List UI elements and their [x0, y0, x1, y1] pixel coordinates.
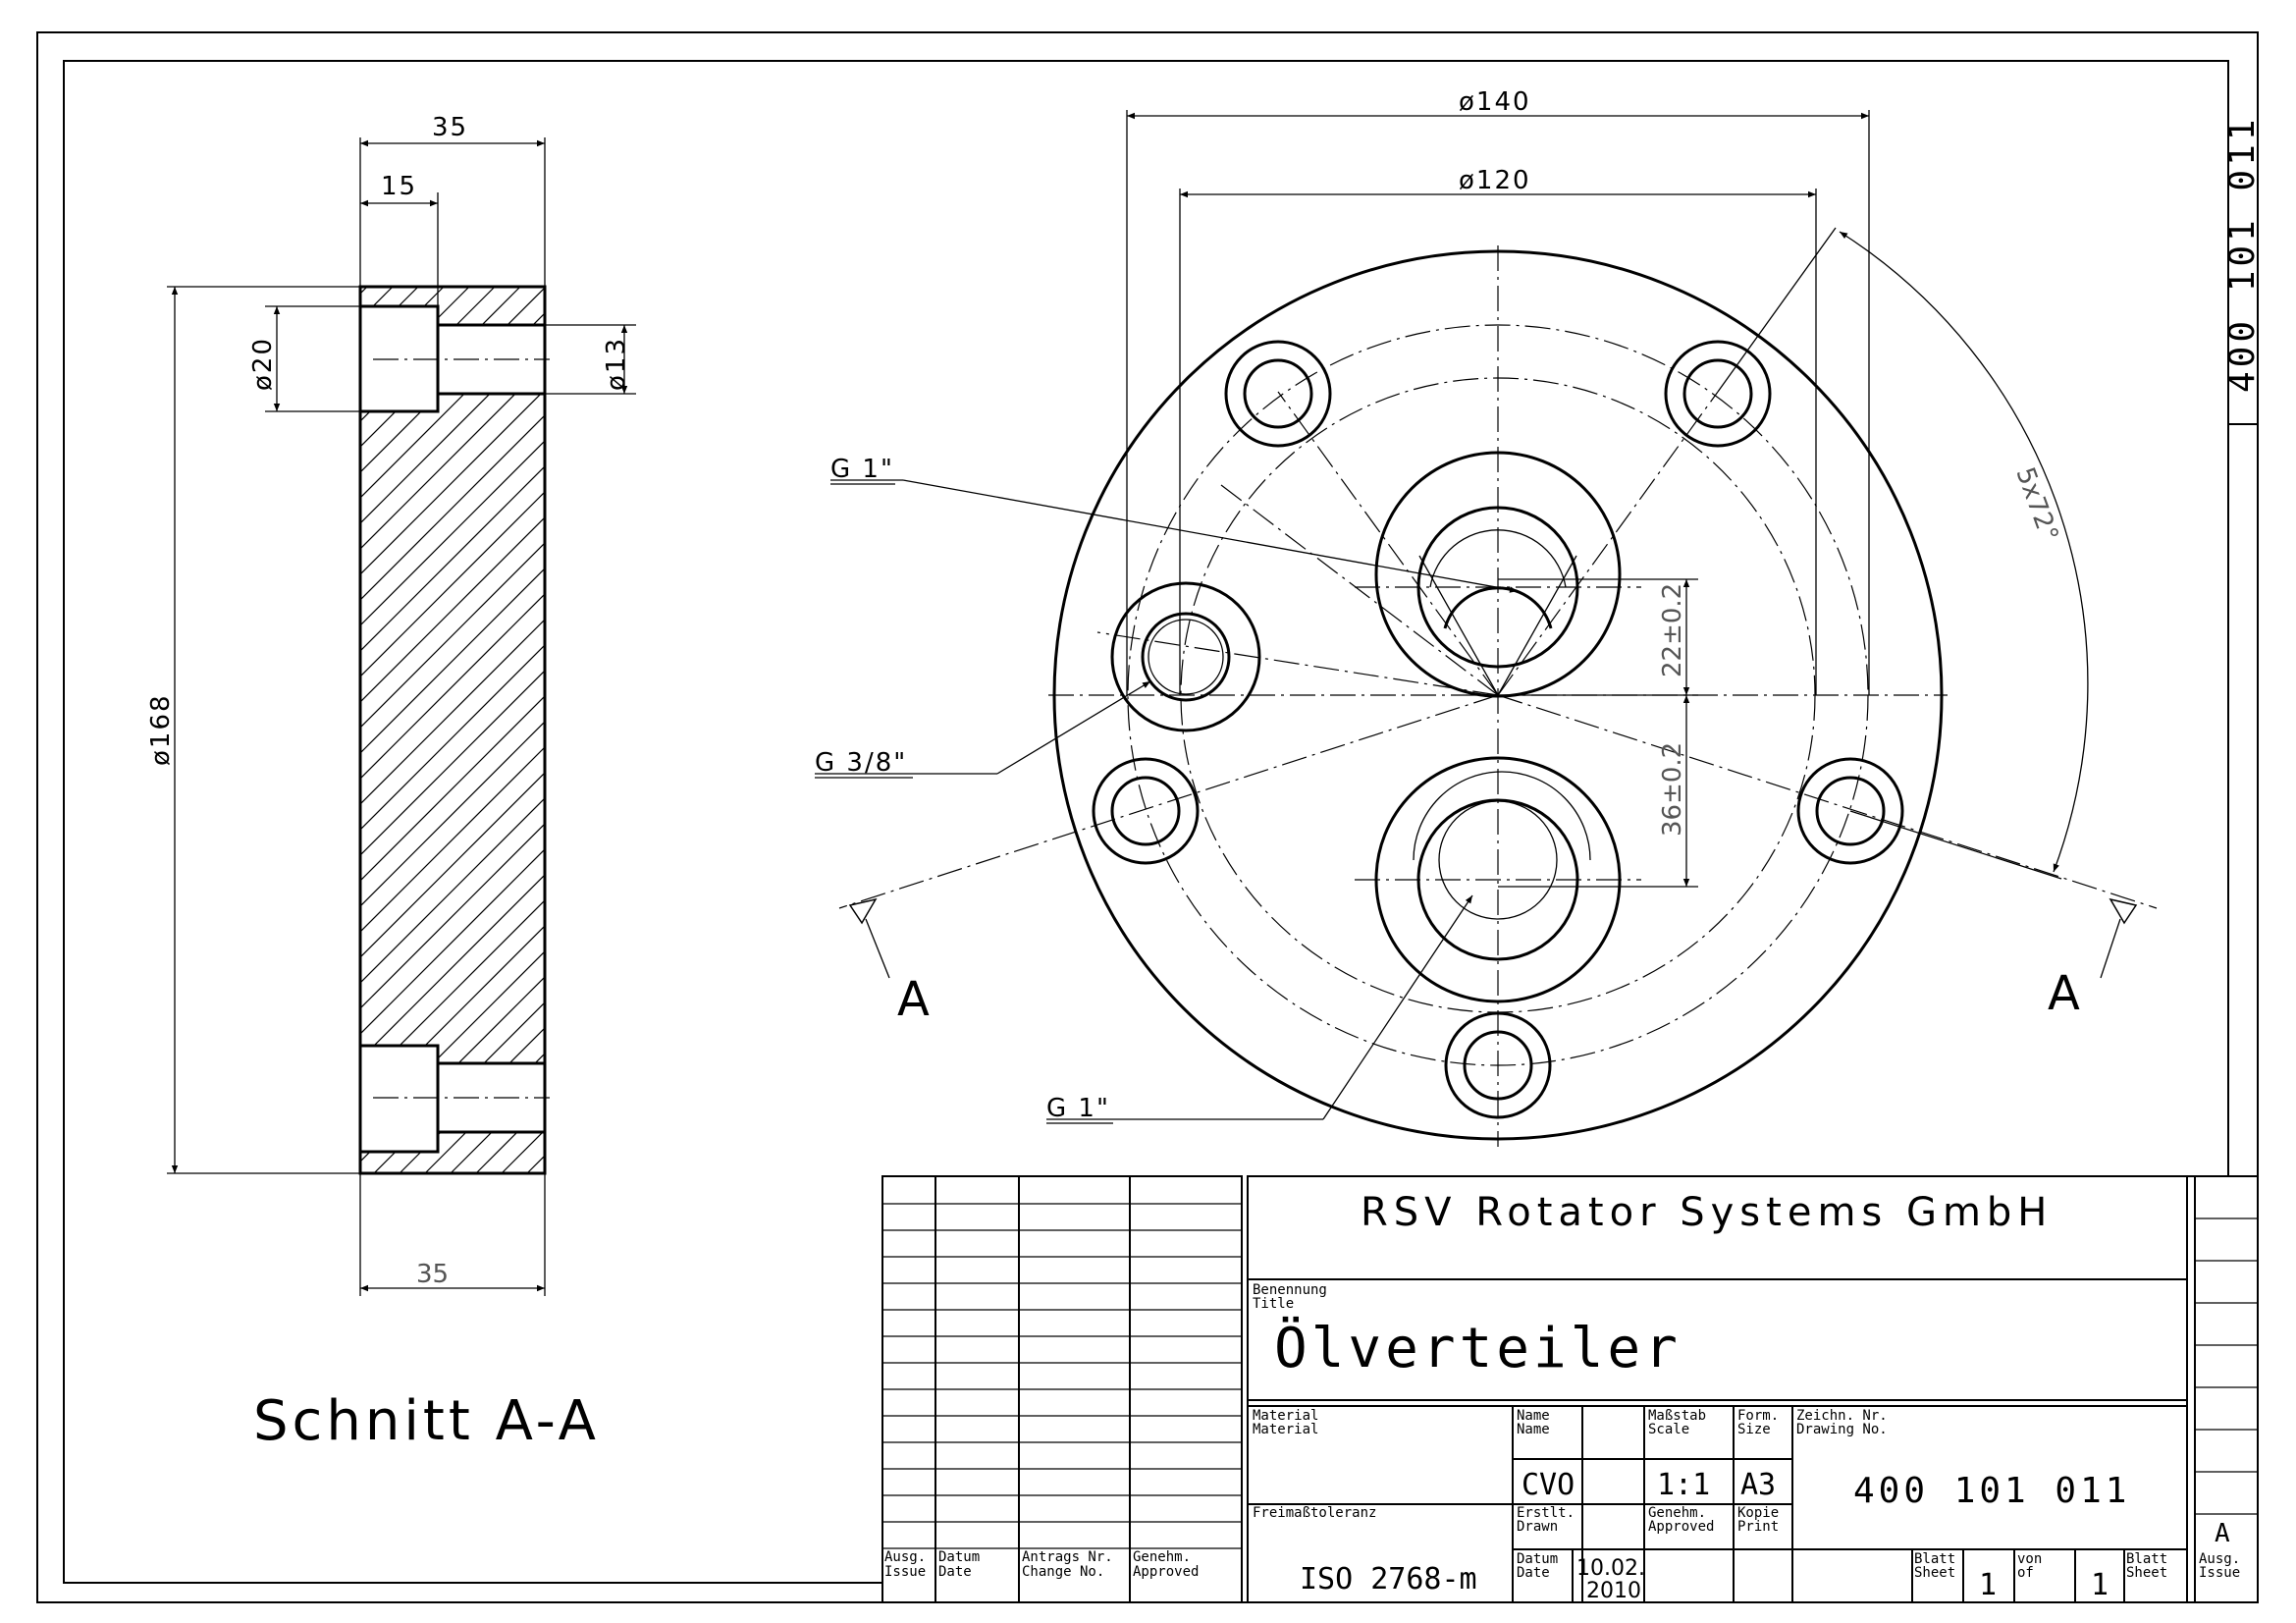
port-g1-lower: [1355, 756, 1641, 1003]
dim-pitch-diameter-140: ø140: [1459, 87, 1531, 117]
sheet-number: 1: [1979, 1568, 1997, 1602]
section-marker-right: A: [2048, 897, 2138, 1021]
svg-text:Date: Date: [938, 1564, 972, 1580]
dim-angle-pattern: 5x72°: [2009, 463, 2063, 546]
section-marker-left: A: [848, 897, 930, 1027]
svg-text:Blatt: Blatt: [2126, 1551, 2167, 1567]
svg-text:Ausg.: Ausg.: [884, 1549, 926, 1565]
svg-text:Drawn: Drawn: [1517, 1519, 1558, 1535]
issue-letter: A: [2215, 1519, 2230, 1548]
dim-offset-upper: 22±0.2: [1658, 583, 1687, 677]
svg-text:Print: Print: [1737, 1519, 1779, 1535]
svg-text:Issue: Issue: [884, 1564, 926, 1580]
bolt-hole-5: [1444, 1011, 1552, 1119]
svg-text:Name: Name: [1517, 1422, 1550, 1437]
svg-text:Approved: Approved: [1133, 1564, 1199, 1580]
company-name: RSV Rotator Systems GmbH: [1361, 1190, 2053, 1235]
svg-text:Change No.: Change No.: [1022, 1564, 1104, 1580]
dim-width-bottom: 35: [416, 1260, 449, 1289]
svg-text:Blatt: Blatt: [1914, 1551, 1955, 1567]
svg-text:Scale: Scale: [1648, 1422, 1689, 1437]
svg-text:Sheet: Sheet: [2126, 1565, 2167, 1581]
dim-counterbore-depth: 15: [381, 172, 417, 201]
scale-value: 1:1: [1657, 1468, 1710, 1502]
drawing-number: 400 101 011: [1853, 1471, 2130, 1511]
svg-text:Zeichn. Nr.: Zeichn. Nr.: [1796, 1408, 1888, 1424]
drawn-date-line2: 2010: [1586, 1579, 1641, 1603]
svg-text:Material: Material: [1253, 1408, 1318, 1424]
front-view: ø140 ø120 22±0.2 36±0.2 5x72° G 1" G 3/8…: [815, 87, 2158, 1147]
svg-text:Antrags Nr.: Antrags Nr.: [1022, 1549, 1113, 1565]
side-code: 400 101 011: [2222, 116, 2263, 393]
section-hatching: [360, 287, 545, 1173]
svg-text:Datum: Datum: [1517, 1551, 1558, 1567]
bolt-hole-2: [1664, 340, 1772, 448]
revision-table: Ausg. Issue Datum Date Antrags Nr. Chang…: [881, 1175, 1249, 1603]
side-code-tab: 400 101 011: [2222, 116, 2263, 425]
dim-bore-diameter: ø13: [602, 337, 631, 391]
bolt-hole-3: [1092, 757, 1200, 865]
port-g1-upper: [1355, 451, 1641, 698]
callout-g1-lower: G 1": [1046, 1094, 1110, 1123]
svg-text:Sheet: Sheet: [1914, 1565, 1955, 1581]
drawn-by-name: CVO: [1522, 1468, 1575, 1502]
general-tolerance: ISO 2768-m: [1300, 1562, 1477, 1596]
svg-text:Freimaßtoleranz: Freimaßtoleranz: [1253, 1505, 1376, 1521]
svg-text:Material: Material: [1253, 1422, 1318, 1437]
title-block: RSV Rotator Systems GmbH Benennung Title…: [1247, 1175, 2259, 1603]
svg-text:Issue: Issue: [2199, 1565, 2240, 1581]
svg-text:Genehm.: Genehm.: [1133, 1549, 1191, 1565]
svg-text:Maßstab: Maßstab: [1648, 1408, 1706, 1424]
sheet-size: A3: [1740, 1468, 1776, 1502]
svg-text:of: of: [2017, 1565, 2034, 1581]
svg-text:Erstlt.: Erstlt.: [1517, 1505, 1575, 1521]
dim-pitch-diameter-120: ø120: [1459, 166, 1531, 195]
callout-g38: G 3/8": [815, 748, 907, 778]
dim-width-top: 35: [432, 113, 468, 142]
port-g38: [1110, 581, 1261, 732]
svg-text:Drawing No.: Drawing No.: [1796, 1422, 1888, 1437]
svg-text:Form.: Form.: [1737, 1408, 1779, 1424]
dim-outer-diameter: ø168: [146, 693, 176, 766]
sheet-border-inner: [63, 60, 2256, 1584]
svg-text:Title: Title: [1253, 1296, 1294, 1312]
callout-g1-upper: G 1": [830, 455, 894, 484]
dim-offset-lower: 36±0.2: [1658, 742, 1687, 837]
drawing-title: Ölverteiler: [1274, 1317, 1682, 1380]
svg-text:Benennung: Benennung: [1253, 1282, 1327, 1298]
bolt-hole-1: [1224, 340, 1332, 448]
section-label: Schnitt A-A: [253, 1389, 600, 1453]
svg-text:Name: Name: [1517, 1408, 1550, 1424]
total-sheets: 1: [2091, 1568, 2109, 1602]
svg-text:A: A: [2048, 966, 2080, 1021]
svg-text:von: von: [2017, 1551, 2042, 1567]
section-body-outline: [358, 285, 547, 1175]
dim-counterbore-diameter: ø20: [248, 337, 278, 391]
svg-text:A: A: [897, 972, 930, 1027]
svg-text:Datum: Datum: [938, 1549, 980, 1565]
svg-text:Approved: Approved: [1648, 1519, 1714, 1535]
section-view: 35 15 ø168 ø20 ø13 35 Schnitt A-A: [146, 113, 636, 1453]
svg-text:Size: Size: [1737, 1422, 1771, 1437]
svg-text:Kopie: Kopie: [1737, 1505, 1779, 1521]
drawn-date-line1: 10.02.: [1576, 1556, 1645, 1581]
svg-text:Ausg.: Ausg.: [2199, 1551, 2240, 1567]
svg-text:Genehm.: Genehm.: [1648, 1505, 1706, 1521]
svg-text:Date: Date: [1517, 1565, 1550, 1581]
